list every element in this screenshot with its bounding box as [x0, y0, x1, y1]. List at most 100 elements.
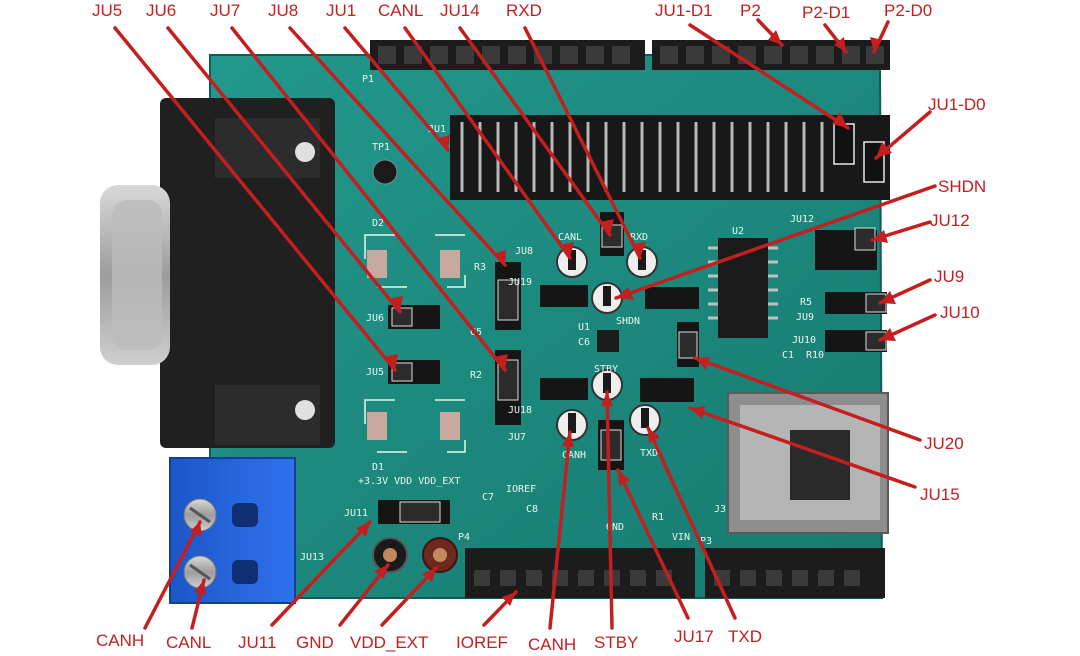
- silk-r10: R10: [806, 350, 824, 361]
- silk-p3: P3: [700, 536, 712, 547]
- callout-label-p2-d1: P2-D1: [802, 3, 851, 22]
- silk-c1: C1: [782, 350, 794, 361]
- callout-arrow-vdd-ext: [422, 568, 436, 582]
- silk-ju18: JU18: [508, 405, 532, 416]
- callout-arrow-ju7: [494, 354, 508, 370]
- jumper-ju18: [540, 378, 588, 400]
- callout-label-canh-bottom: CANH: [528, 635, 577, 654]
- jumper-ju8: [495, 262, 521, 330]
- ic-u1: [597, 330, 619, 352]
- silk-rxd: RXD: [630, 232, 648, 243]
- callout-line-txd: [646, 426, 737, 620]
- callout-label-ju20: JU20: [924, 434, 964, 453]
- silk-r2: R2: [470, 370, 482, 381]
- callout-arrow-stby: [601, 392, 613, 406]
- silk-tp1: TP1: [372, 142, 390, 153]
- callout-arrow-ju20: [695, 357, 710, 370]
- silk-ju11: JU11: [344, 508, 368, 519]
- callout-line-ju8: [288, 26, 507, 267]
- callout-line-shdn: [614, 184, 937, 300]
- silk-ju7: JU7: [508, 432, 526, 443]
- diode-d2: [364, 234, 466, 288]
- header-p2: [652, 40, 890, 70]
- callout-line-ju20: [693, 356, 922, 442]
- silk-canl: CANL: [558, 232, 582, 243]
- silk-r5: R5: [800, 297, 812, 308]
- jumper-ju20: [677, 322, 699, 367]
- diode-d1: [364, 399, 466, 453]
- callout-line-ju6: [166, 26, 402, 314]
- silk-ju9: JU9: [796, 312, 814, 323]
- callout-label-vdd-ext: VDD_EXT: [350, 633, 429, 652]
- callout-line-rxd: [523, 26, 642, 260]
- test-loop-canl: [556, 246, 588, 278]
- silk-d2: D2: [372, 218, 384, 229]
- callout-line-ju1-d1: [688, 23, 850, 130]
- callout-line-ju17: [616, 468, 690, 620]
- callout-arrow-ju5: [384, 354, 398, 370]
- callout-label-stby: STBY: [594, 633, 639, 652]
- callout-arrow-ju1-d1: [832, 112, 848, 128]
- silk-vin: VIN: [672, 532, 690, 543]
- callout-arrow-p2-d1: [834, 37, 846, 52]
- callout-label-ju6: JU6: [146, 1, 177, 20]
- callout-arrow-ju14: [600, 219, 614, 235]
- silk-shdn: SHDN: [616, 316, 640, 327]
- silk-ju5: JU5: [366, 367, 384, 378]
- jumper-ju11: [378, 500, 450, 524]
- callout-line-canh-left: [143, 520, 202, 630]
- jumper-ju19: [540, 285, 588, 307]
- silk-c7: C7: [482, 492, 494, 503]
- jumper-ju6: [388, 305, 440, 329]
- jumper-ju10: [825, 330, 887, 352]
- silk-p4: P4: [458, 532, 470, 543]
- callout-arrow-p2: [768, 30, 782, 45]
- callout-label-rxd: RXD: [506, 1, 542, 20]
- callout-arrow-ju12: [872, 230, 888, 243]
- callout-line-ju5: [113, 26, 397, 372]
- callout-arrow-ju17: [618, 470, 630, 486]
- callout-line-ju14: [458, 26, 612, 237]
- test-point-tp1: [372, 159, 398, 185]
- jumper-ju9: [825, 292, 887, 314]
- silk-j3: J3: [714, 504, 726, 515]
- callout-label-canh-left: CANH: [96, 631, 145, 650]
- callout-line-stby: [605, 390, 614, 630]
- callout-arrow-txd: [648, 428, 660, 443]
- silk-txd: TXD: [640, 448, 658, 459]
- silk-ju13: JU13: [300, 552, 324, 563]
- test-loop-canh: [556, 409, 588, 441]
- callout-label-ju1-d1: JU1-D1: [655, 1, 713, 20]
- callout-label-shdn: SHDN: [938, 177, 987, 196]
- callout-label-ju8: JU8: [268, 1, 299, 20]
- silk-stby: STBY: [594, 364, 618, 375]
- silk-p1: P1: [362, 74, 374, 85]
- silk-ju1: JU1: [428, 124, 446, 135]
- silk-r3: R3: [474, 262, 486, 273]
- callout-label-ju5: JU5: [92, 1, 123, 20]
- header-p1: [370, 40, 645, 70]
- callout-label-ju9: JU9: [934, 267, 965, 286]
- callout-line-ju11: [270, 520, 372, 627]
- callout-line-ju1: [343, 26, 450, 152]
- callout-arrow-shdn: [616, 287, 634, 300]
- callout-label-ju17: JU17: [674, 627, 714, 646]
- callout-arrow-ioref: [502, 592, 516, 606]
- silk-u1: U1: [578, 322, 590, 333]
- callout-arrow-ju6: [389, 296, 403, 312]
- callout-line-canl-top: [403, 26, 572, 260]
- callout-arrow-ju11: [356, 522, 370, 537]
- callout-arrow-ju8: [492, 250, 506, 265]
- silk-ju8: JU8: [515, 246, 533, 257]
- header-p4: [465, 548, 695, 598]
- silk-r1: R1: [652, 512, 664, 523]
- screw-terminal-ju13: [169, 457, 296, 604]
- callout-label-ju11: JU11: [238, 633, 277, 652]
- jumper-shdn: [645, 287, 699, 309]
- callout-label-ju1-d0: JU1-D0: [928, 95, 986, 114]
- callout-arrow-p2-d0: [870, 37, 882, 52]
- jumper-ju17: [598, 420, 624, 470]
- callout-arrow-gnd: [374, 565, 388, 579]
